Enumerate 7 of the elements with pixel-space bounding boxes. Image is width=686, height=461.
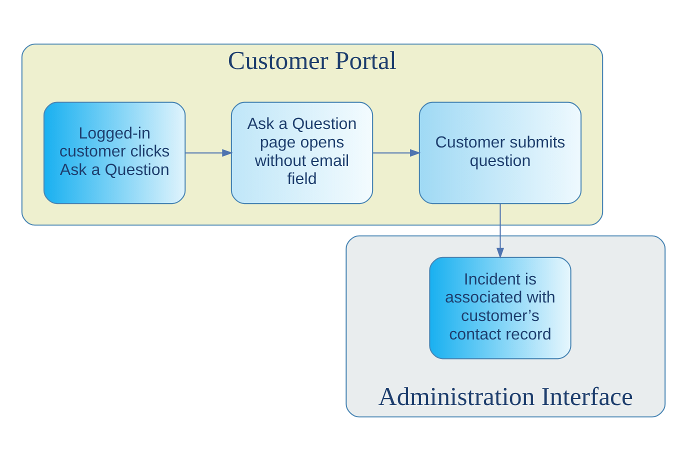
node-box: Logged-in customer clicks Ask a Question <box>42 102 186 204</box>
arrow <box>496 204 504 259</box>
node-box: Ask a Question page opens without email field <box>230 102 373 204</box>
arrow <box>372 149 420 157</box>
arrow <box>184 149 232 157</box>
node-box: Incident is associated with customer’s contact record <box>428 256 571 360</box>
node-box: Customer submits question <box>418 102 582 204</box>
